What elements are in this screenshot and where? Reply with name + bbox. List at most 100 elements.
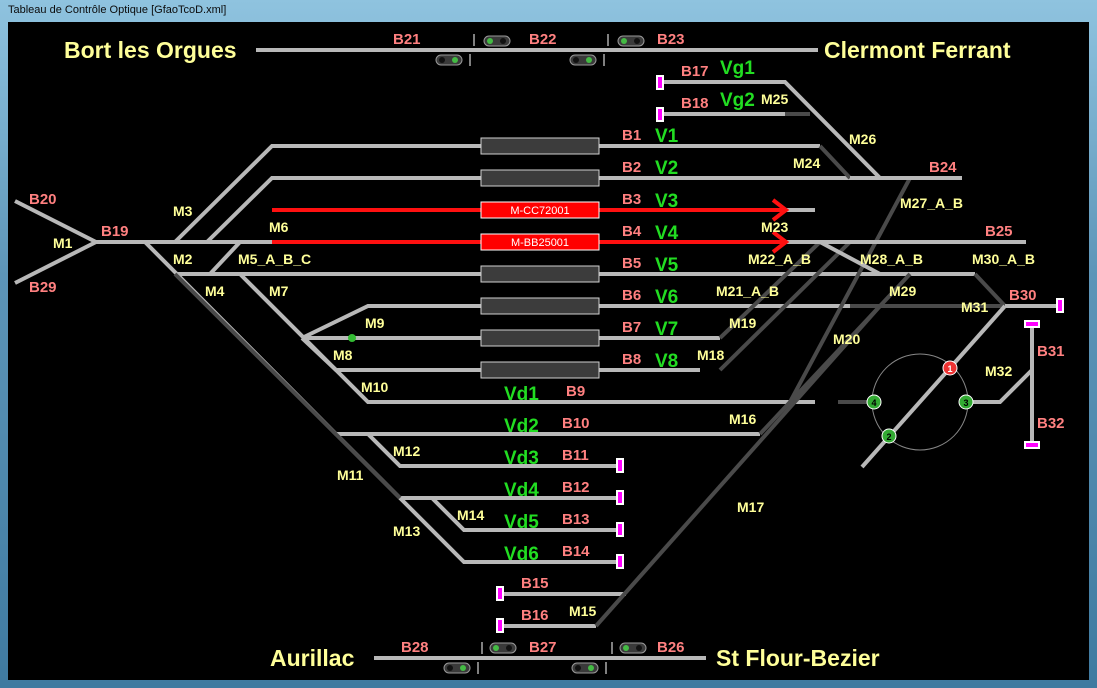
- track-m31[interactable]: [948, 304, 1007, 370]
- motor-m22[interactable]: M22_A_B: [748, 251, 811, 267]
- track-b29[interactable]: [14, 240, 97, 285]
- block-b22[interactable]: B22: [529, 31, 557, 48]
- turntable-pos-1[interactable]: 1: [942, 360, 958, 376]
- block-b6[interactable]: B6: [622, 287, 641, 304]
- track-m18-diag[interactable]: [718, 240, 852, 372]
- motor-m5[interactable]: M5_A_B_C: [238, 251, 311, 267]
- block-b10[interactable]: B10: [562, 415, 590, 432]
- signal-b27-right[interactable]: [571, 662, 607, 674]
- block-b21[interactable]: B21: [393, 31, 421, 48]
- block-b11[interactable]: B11: [562, 447, 589, 464]
- block-b2[interactable]: B2: [622, 159, 641, 176]
- motor-m29[interactable]: M29: [889, 283, 916, 299]
- motor-m31[interactable]: M31: [961, 299, 988, 315]
- motor-m23[interactable]: M23: [761, 219, 788, 235]
- block-b18[interactable]: B18: [681, 95, 709, 112]
- block-b9[interactable]: B9: [566, 383, 585, 400]
- train-v3[interactable]: [480, 201, 600, 219]
- track-m30-link[interactable]: [973, 272, 1007, 308]
- block-b17[interactable]: B17: [681, 63, 709, 80]
- block-b4[interactable]: B4: [622, 223, 642, 240]
- turntable-bridge[interactable]: [860, 366, 952, 469]
- motor-m6[interactable]: M6: [269, 219, 289, 235]
- block-b7[interactable]: B7: [622, 319, 641, 336]
- turntable-pos-4[interactable]: 4: [866, 394, 882, 410]
- motor-m8[interactable]: M8: [333, 347, 353, 363]
- track-m5[interactable]: [208, 240, 242, 276]
- track-m32[interactable]: [966, 368, 1034, 404]
- motor-m28[interactable]: M28_A_B: [860, 251, 923, 267]
- block-b16[interactable]: B16: [521, 607, 549, 624]
- signal-b22-left[interactable]: [473, 34, 511, 47]
- motor-m13[interactable]: M13: [393, 523, 420, 539]
- motor-m1[interactable]: M1: [53, 235, 73, 251]
- motor-m9[interactable]: M9: [365, 315, 385, 331]
- track-m24-link[interactable]: [818, 144, 852, 180]
- train-v4[interactable]: [480, 233, 600, 251]
- motor-m15[interactable]: M15: [569, 603, 596, 619]
- signal-b21-right[interactable]: [435, 54, 471, 66]
- turntable-pos-2[interactable]: 2: [881, 428, 897, 444]
- motor-m21[interactable]: M21_A_B: [716, 283, 779, 299]
- motor-m7[interactable]: M7: [269, 283, 289, 299]
- block-b12[interactable]: B12: [562, 479, 590, 496]
- block-b20[interactable]: B20: [29, 191, 57, 208]
- block-b25[interactable]: B25: [985, 223, 1013, 240]
- signal-b27-left[interactable]: [481, 642, 517, 654]
- motor-m16[interactable]: M16: [729, 411, 756, 427]
- block-b24[interactable]: B24: [929, 159, 957, 176]
- track-vd6[interactable]: [398, 496, 620, 564]
- motor-m11[interactable]: M11: [337, 467, 364, 483]
- motor-m4[interactable]: M4: [205, 283, 225, 299]
- block-b28[interactable]: B28: [401, 639, 429, 656]
- block-b3[interactable]: B3: [622, 191, 641, 208]
- block-b5[interactable]: B5: [622, 255, 641, 272]
- motor-m19[interactable]: M19: [729, 315, 756, 331]
- block-b26[interactable]: B26: [657, 639, 685, 656]
- title-bar[interactable]: Tableau de Contrôle Optique [GfaoTcoD.xm…: [0, 0, 1097, 22]
- motor-m18[interactable]: M18: [697, 347, 724, 363]
- motor-m17[interactable]: M17: [737, 499, 764, 515]
- track-m28-link[interactable]: [819, 240, 881, 276]
- motor-m2[interactable]: M2: [173, 251, 193, 267]
- signal-b26-left[interactable]: [611, 642, 647, 654]
- block-b14[interactable]: B14: [562, 543, 590, 560]
- motor-m20[interactable]: M20: [833, 331, 860, 347]
- motor-m3[interactable]: M3: [173, 203, 193, 219]
- block-b19[interactable]: B19: [101, 223, 129, 240]
- block-b29[interactable]: B29: [29, 279, 57, 296]
- motor-m25[interactable]: M25: [761, 91, 788, 107]
- motor-m10[interactable]: M10: [361, 379, 388, 395]
- track-m16-diag[interactable]: [758, 272, 912, 436]
- block-b13[interactable]: B13: [562, 511, 590, 528]
- signal-b22-right[interactable]: [569, 54, 605, 66]
- track-diagram-canvas[interactable]: M-CC72001 M-BB25001: [8, 22, 1089, 680]
- block-b23[interactable]: B23: [657, 31, 685, 48]
- motor-m26[interactable]: M26: [849, 131, 876, 147]
- track-m4-diag[interactable]: [173, 272, 402, 500]
- motor-m24[interactable]: M24: [793, 155, 820, 171]
- track-v6[interactable]: [301, 304, 850, 340]
- track-vd1[interactable]: [238, 272, 815, 404]
- motor-m27[interactable]: M27_A_B: [900, 195, 963, 211]
- track-v1[interactable]: [173, 144, 820, 244]
- block-b31[interactable]: B31: [1037, 343, 1065, 360]
- turntable-pos-3[interactable]: 3: [958, 394, 974, 410]
- signal-b23-left[interactable]: [607, 34, 645, 47]
- motor-m32[interactable]: M32: [985, 363, 1012, 379]
- track-m19-diag[interactable]: [718, 240, 822, 340]
- block-b8[interactable]: B8: [622, 351, 641, 368]
- track-vd5[interactable]: [400, 496, 620, 532]
- block-b32[interactable]: B32: [1037, 415, 1065, 432]
- track-b20[interactable]: [14, 199, 97, 244]
- track-vg1[interactable]: [660, 80, 882, 180]
- block-b15[interactable]: B15: [521, 575, 549, 592]
- track-m20-diag[interactable]: [788, 177, 912, 403]
- motor-m12[interactable]: M12: [393, 443, 420, 459]
- block-b30[interactable]: B30: [1009, 287, 1037, 304]
- signal-b28-right[interactable]: [443, 662, 479, 674]
- block-b1[interactable]: B1: [622, 127, 641, 144]
- block-b27[interactable]: B27: [529, 639, 557, 656]
- track-vd3[interactable]: [366, 432, 620, 468]
- motor-m14[interactable]: M14: [457, 507, 484, 523]
